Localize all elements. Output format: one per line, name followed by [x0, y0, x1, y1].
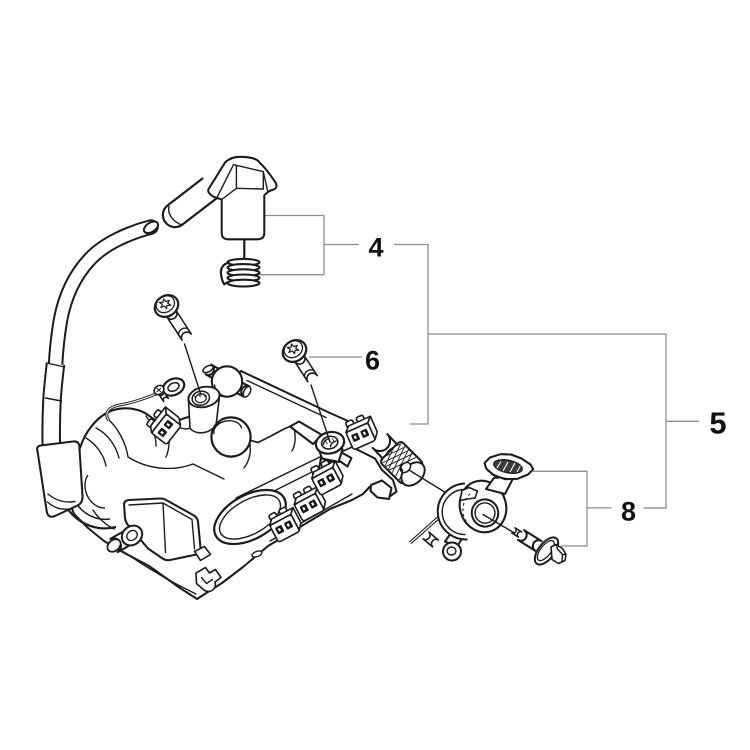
- svg-text:6: 6: [365, 346, 380, 376]
- svg-text:8: 8: [621, 497, 636, 527]
- svg-text:4: 4: [368, 233, 383, 263]
- svg-text:5: 5: [709, 406, 726, 441]
